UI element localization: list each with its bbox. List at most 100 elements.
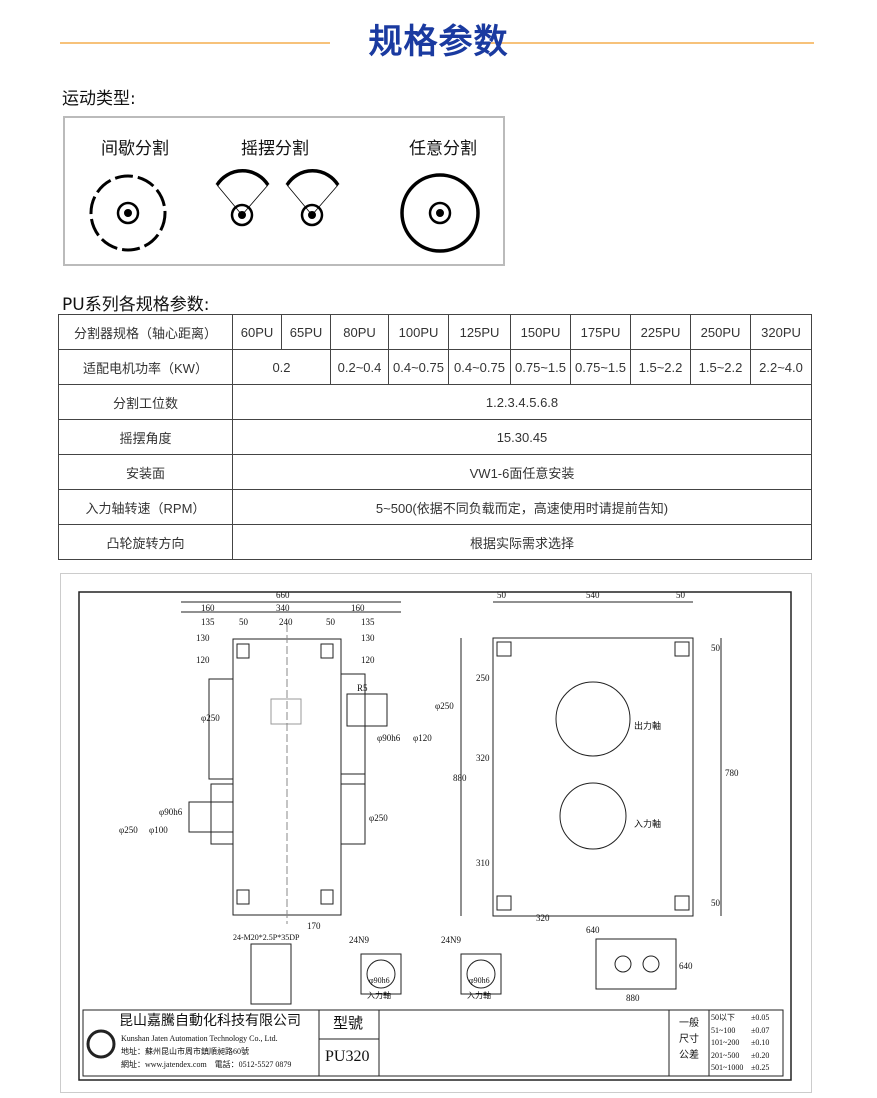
dimension-label: 320 (536, 913, 550, 923)
tolerance-value: ±0.05 (751, 1013, 770, 1022)
row-value: 5~500(依据不同负载而定，高速使用时请提前告知) (232, 489, 812, 525)
dimension-label: 880 (626, 993, 640, 1003)
dimension-label: 160 (201, 603, 215, 613)
dimension-label: 24N9 (349, 935, 369, 945)
tolerance-row: 51~100 ±0.07 (711, 1025, 783, 1038)
dimension-label: 24-M20*2.5P*35DP (233, 933, 300, 942)
tolerance-range: 101~200 (711, 1038, 740, 1048)
dimension-label: 660 (276, 590, 290, 600)
motion-types-panel: 间歇分割 摇摆分割 任意分割 (63, 116, 505, 266)
dimension-label: 50 (497, 590, 506, 600)
dimension-label: R5 (357, 683, 368, 693)
dimension-label: 640 (679, 961, 693, 971)
dimension-label: 160 (351, 603, 365, 613)
motion-heading: 运动类型: (62, 89, 136, 109)
row-value: 根据实际需求选择 (232, 524, 812, 560)
dimension-label: 135 (361, 617, 375, 627)
power-cell: 1.5~2.2 (690, 349, 751, 385)
power-cell: 0.75~1.5 (570, 349, 631, 385)
company-name-en: Kunshan Jaten Automation Technology Co.,… (121, 1034, 278, 1043)
power-cell: 0.4~0.75 (448, 349, 511, 385)
row-label: 摇摆角度 (58, 419, 233, 455)
dimension-label: 540 (586, 590, 600, 600)
tolerance-row: 501~1000 ±0.25 (711, 1062, 783, 1075)
model-label: 型號 (333, 1016, 364, 1032)
model-cell: 125PU (448, 314, 511, 350)
arbitrary-icon (400, 173, 480, 253)
row-value: VW1-6面任意安装 (232, 454, 812, 490)
dimension-label: 50 (711, 643, 720, 653)
dimension-label: φ100 (149, 825, 168, 835)
tolerance-row: 50以下 ±0.05 (711, 1012, 783, 1025)
dimension-label: 240 (279, 617, 293, 627)
table-row: 凸轮旋转方向根据实际需求选择 (58, 524, 812, 560)
row-label: 适配电机功率（KW） (58, 349, 233, 385)
dimension-label: 130 (196, 633, 210, 643)
dimension-label: φ250 (435, 701, 454, 711)
model-cell: 320PU (750, 314, 812, 350)
motion-type-label: 间歇分割 (101, 139, 169, 159)
technical-drawing: 660 160 340 160 135 240 135 130 130 120 … (60, 573, 812, 1093)
model-cell: 175PU (570, 314, 631, 350)
tolerance-range: 501~1000 (711, 1063, 744, 1073)
company-address: 地址：蘇州昆山市周市鎮順昶路60號 (121, 1047, 249, 1056)
power-cell: 0.4~0.75 (388, 349, 449, 385)
title-rule-right (488, 42, 814, 44)
model-cell: 225PU (630, 314, 691, 350)
tolerance-range: 201~500 (711, 1050, 740, 1060)
model-cell: 150PU (510, 314, 571, 350)
dimension-label: 135 (201, 617, 215, 627)
dimension-label: φ90h6 (377, 733, 401, 743)
intermittent-icon (89, 174, 167, 252)
model-value: PU320 (325, 1048, 370, 1065)
table-row: 分割器规格（轴心距离） 60PU 65PU 80PU 100PU 125PU 1… (58, 314, 812, 350)
dimension-label: 50 (239, 617, 248, 627)
row-label: 凸轮旋转方向 (58, 524, 233, 560)
dimension-label: 120 (361, 655, 375, 665)
power-cell: 1.5~2.2 (630, 349, 691, 385)
company-contact: 網址：www.jatendex.com 電話：0512-5527 0879 (121, 1060, 292, 1069)
row-label: 安装面 (58, 454, 233, 490)
dimension-label: 250 (476, 673, 490, 683)
dimension-label: 50 (711, 898, 720, 908)
dimension-label: 310 (476, 858, 490, 868)
model-cell: 65PU (281, 314, 331, 350)
dimension-label: 24N9 (441, 935, 461, 945)
tolerance-table: 50以下 ±0.05 51~100 ±0.07 101~200 ±0.10 201~5… (711, 1012, 783, 1075)
power-cell: 0.2~0.4 (330, 349, 389, 385)
input-shaft-label: 入力軸 (367, 991, 391, 1000)
dimension-label: φ250 (201, 713, 220, 723)
dimension-label: 50 (326, 617, 335, 627)
power-cell: 0.2 (232, 349, 331, 385)
row-label: 入力轴转速（RPM） (58, 489, 233, 525)
tolerance-row: 101~200 ±0.10 (711, 1037, 783, 1050)
dimension-label: 170 (307, 921, 321, 931)
model-cell: 80PU (330, 314, 389, 350)
power-cell: 0.75~1.5 (510, 349, 571, 385)
oscillating-icon (215, 169, 340, 227)
tolerance-value: ±0.25 (751, 1063, 770, 1073)
model-cell: 60PU (232, 314, 282, 350)
output-shaft-label: 出力軸 (634, 721, 662, 731)
dimension-label: φ250 (369, 813, 388, 823)
title-rule-left (60, 42, 330, 44)
row-label: 分割器规格（轴心距离） (58, 314, 233, 350)
input-shaft-label: 入力軸 (634, 819, 662, 829)
row-label: 分割工位数 (58, 384, 233, 420)
dimension-label: 120 (196, 655, 210, 665)
tolerance-range: 50以下 (711, 1013, 735, 1022)
model-cell: 100PU (388, 314, 449, 350)
power-cell: 2.2~4.0 (750, 349, 812, 385)
tolerance-range: 51~100 (711, 1025, 736, 1035)
tolerance-value: ±0.07 (751, 1025, 770, 1035)
dimension-label: 880 (453, 773, 467, 783)
tolerance-row: 201~500 ±0.20 (711, 1050, 783, 1063)
input-shaft-label: 入力軸 (467, 991, 491, 1000)
tolerance-value: ±0.20 (751, 1050, 770, 1060)
dimension-label: 640 (586, 925, 600, 935)
tolerance-value: ±0.10 (751, 1038, 770, 1048)
company-name: 昆山嘉騰自動化科技有限公司 (119, 1014, 301, 1029)
table-row: 适配电机功率（KW） 0.2 0.2~0.4 0.4~0.75 0.4~0.75… (58, 349, 812, 385)
